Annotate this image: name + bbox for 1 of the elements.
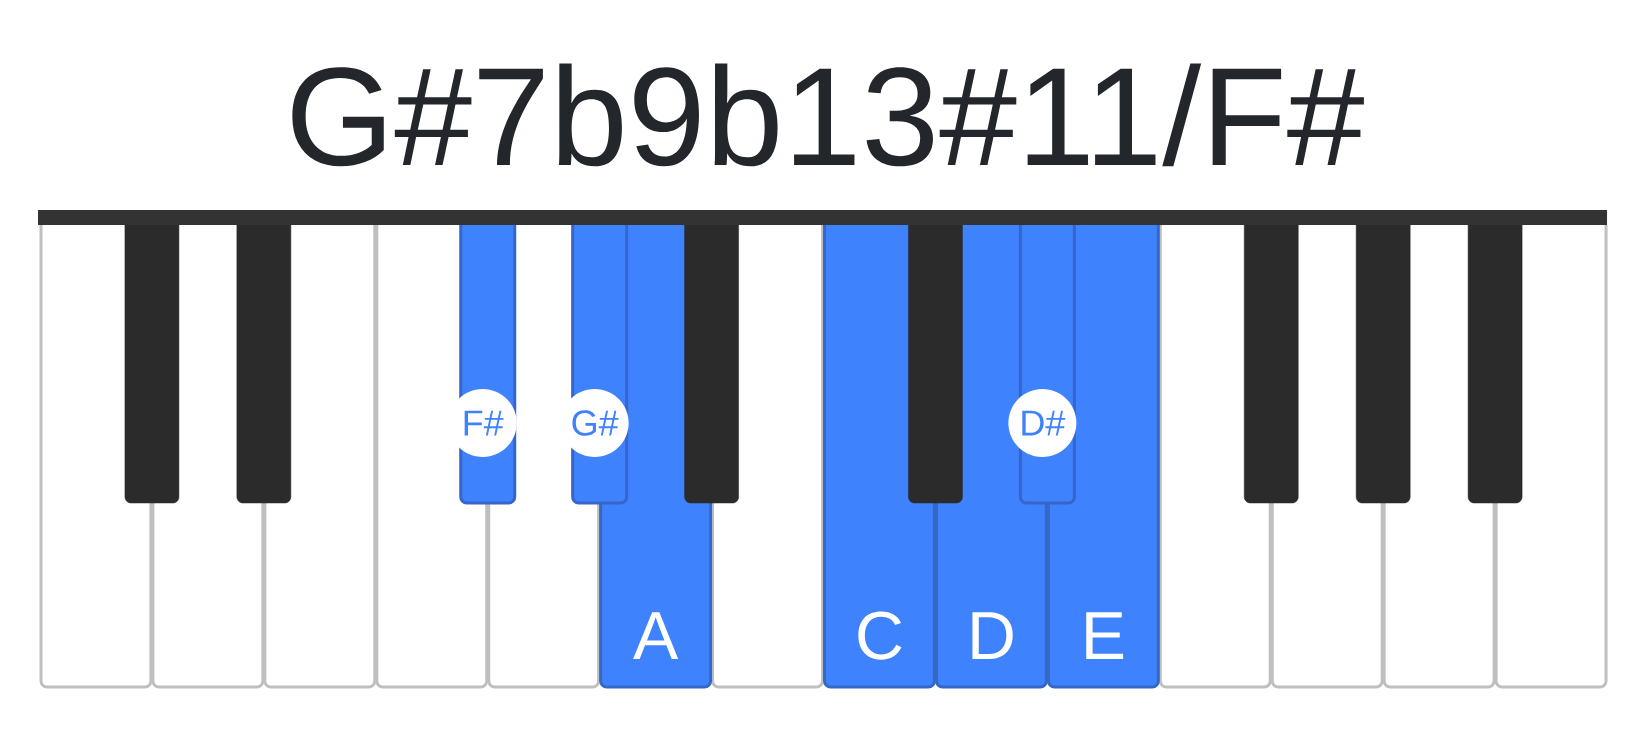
chord-title: G#7b9b13#11/F# <box>292 63 1364 167</box>
